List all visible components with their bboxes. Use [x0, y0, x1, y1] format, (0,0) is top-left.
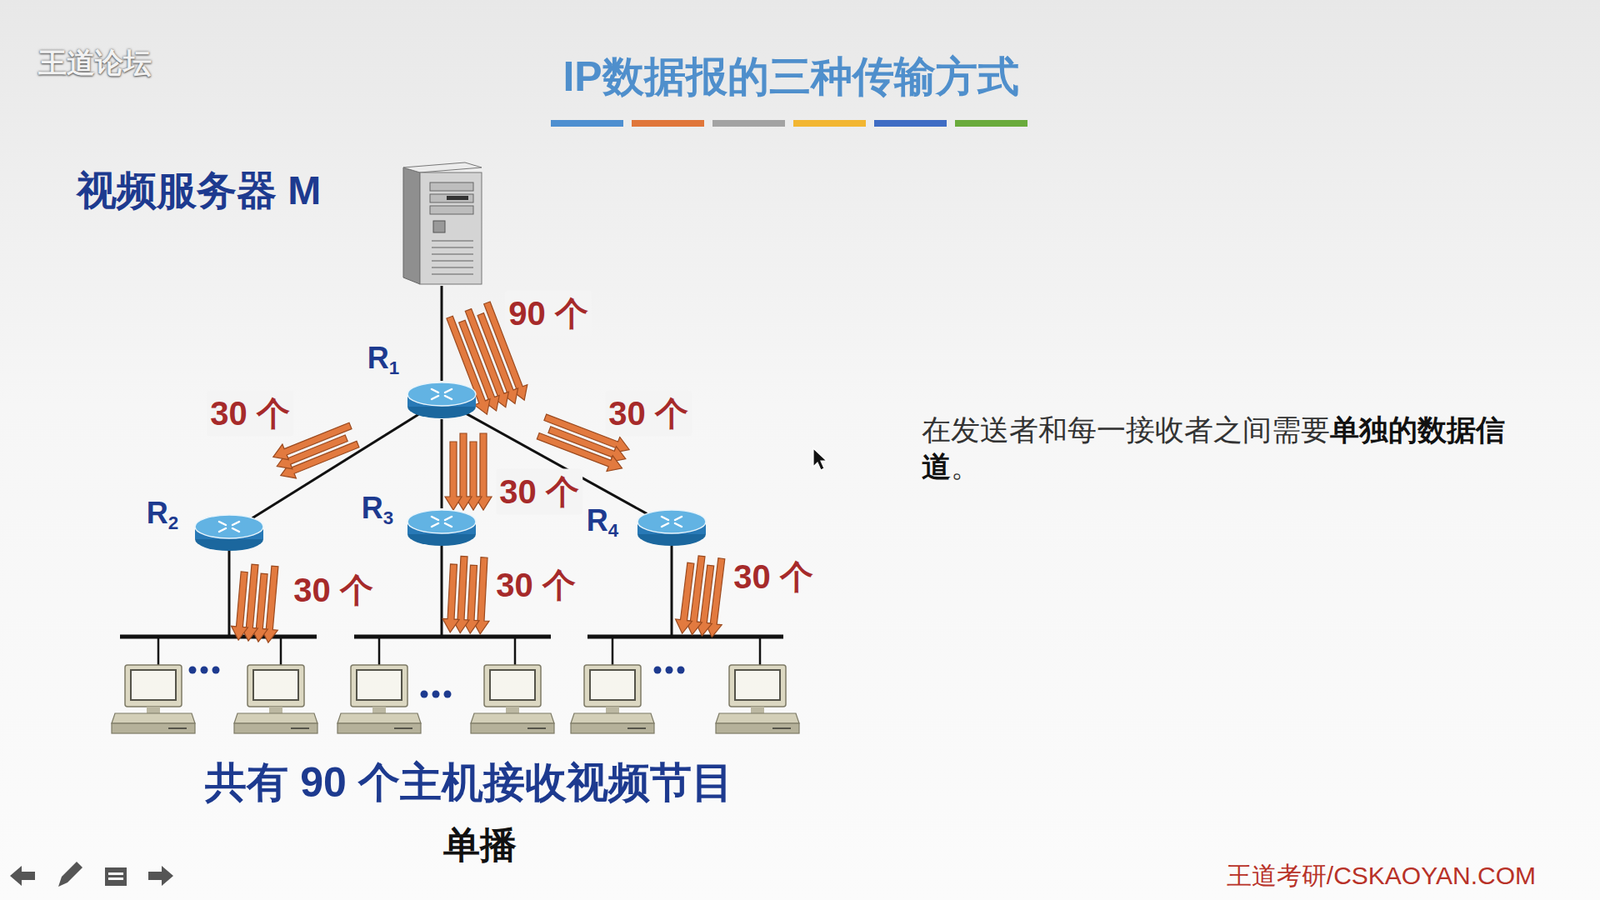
lan-bus [120, 635, 784, 640]
network-link [440, 285, 444, 381]
footer-brand: 王道考研/CSKAOYAN.COM [1226, 859, 1536, 894]
router-node: R1 [406, 380, 477, 420]
packet-count: 30 个 [605, 390, 692, 437]
router-symbol [406, 508, 477, 547]
router-node: R4 [636, 508, 707, 547]
host-computer [715, 665, 800, 734]
nav-icons [10, 861, 174, 887]
ellipsis-dots [189, 666, 685, 699]
packet-count: 30 个 [293, 567, 374, 614]
host-computer [337, 665, 421, 734]
host-computer [111, 665, 195, 734]
router-to-bus-wire [229, 545, 672, 637]
watermark: 王道论坛 [38, 44, 152, 83]
packet-arrow [231, 571, 249, 640]
host-computers [111, 665, 800, 734]
router-label: R2 [146, 495, 179, 534]
packet-arrow [675, 562, 695, 634]
figure-caption: 单播 [443, 820, 517, 870]
packet-arrow [536, 433, 622, 472]
router-node: R2 [194, 513, 265, 552]
packet-count: 30 个 [206, 390, 294, 437]
figure-note: 共有 90 个主机接收视频节目 [205, 755, 733, 811]
title-color-bar [550, 120, 1028, 127]
router-label: R3 [361, 490, 394, 529]
slide-title: IP数据报的三种传输方式 [562, 49, 1019, 105]
packet-arrow [445, 441, 462, 510]
packet-count: 30 个 [495, 562, 576, 609]
packet-count: 90 个 [505, 290, 592, 337]
router-node: R3 [406, 508, 477, 547]
router-symbol [406, 380, 477, 420]
explanation-text: 在发送者和每一接收者之间需要 [921, 413, 1330, 446]
router-label: R4 [586, 503, 619, 541]
host-computer [470, 665, 555, 734]
server-symbol [398, 160, 485, 286]
mouse-cursor [813, 448, 827, 470]
packet-count: 30 个 [733, 554, 814, 600]
server-label: 视频服务器 M [76, 164, 321, 218]
packet-count: 30 个 [495, 469, 583, 515]
network-link [440, 419, 444, 509]
explanation-paragraph: 在发送者和每一接收者之间需要单独的数据信道。 [921, 411, 1543, 485]
router-symbol [194, 513, 265, 552]
host-computer [570, 665, 655, 734]
packet-arrow [442, 564, 460, 633]
router-symbol [636, 508, 707, 547]
video-server: 视频服务器 M [398, 160, 485, 286]
router-label: R1 [367, 340, 400, 379]
packet-arrow-bundles [231, 301, 725, 643]
explanation-text: 。 [950, 450, 980, 483]
host-computer [234, 665, 318, 734]
